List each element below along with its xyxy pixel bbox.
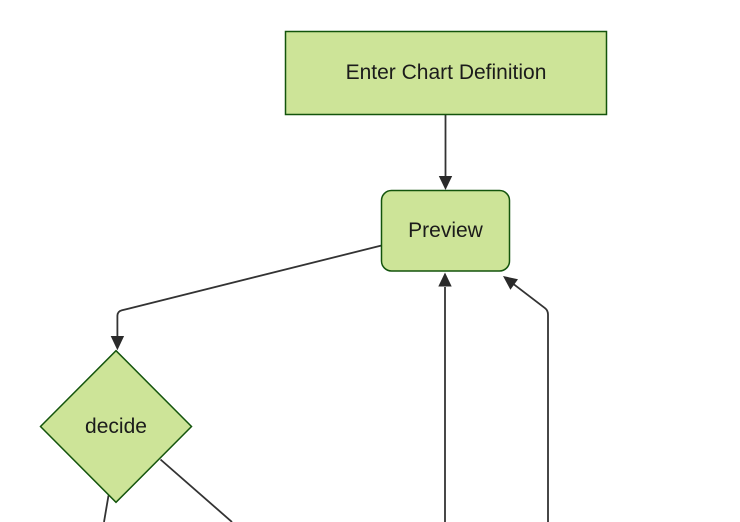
node-layer	[39, 30, 608, 504]
edge-decide-to-bottomleft	[103, 495, 110, 522]
edge-bottomright-to-preview-arrowhead	[503, 276, 518, 290]
node-enter-chart-definition-shape	[284, 30, 608, 116]
node-decide-shape	[39, 349, 193, 504]
edge-decide-to-bottomright	[159, 458, 233, 522]
edge-preview-to-decide-arrowhead	[110, 336, 125, 351]
edge-enter-to-preview-arrowhead	[438, 176, 453, 190]
edge-preview-to-decide	[116, 244, 382, 336]
edge-bottom-to-preview-arrowhead	[438, 272, 452, 287]
node-preview-shape	[380, 189, 511, 272]
edge-bottomright-to-preview	[512, 282, 549, 522]
edge-layer	[103, 114, 549, 522]
